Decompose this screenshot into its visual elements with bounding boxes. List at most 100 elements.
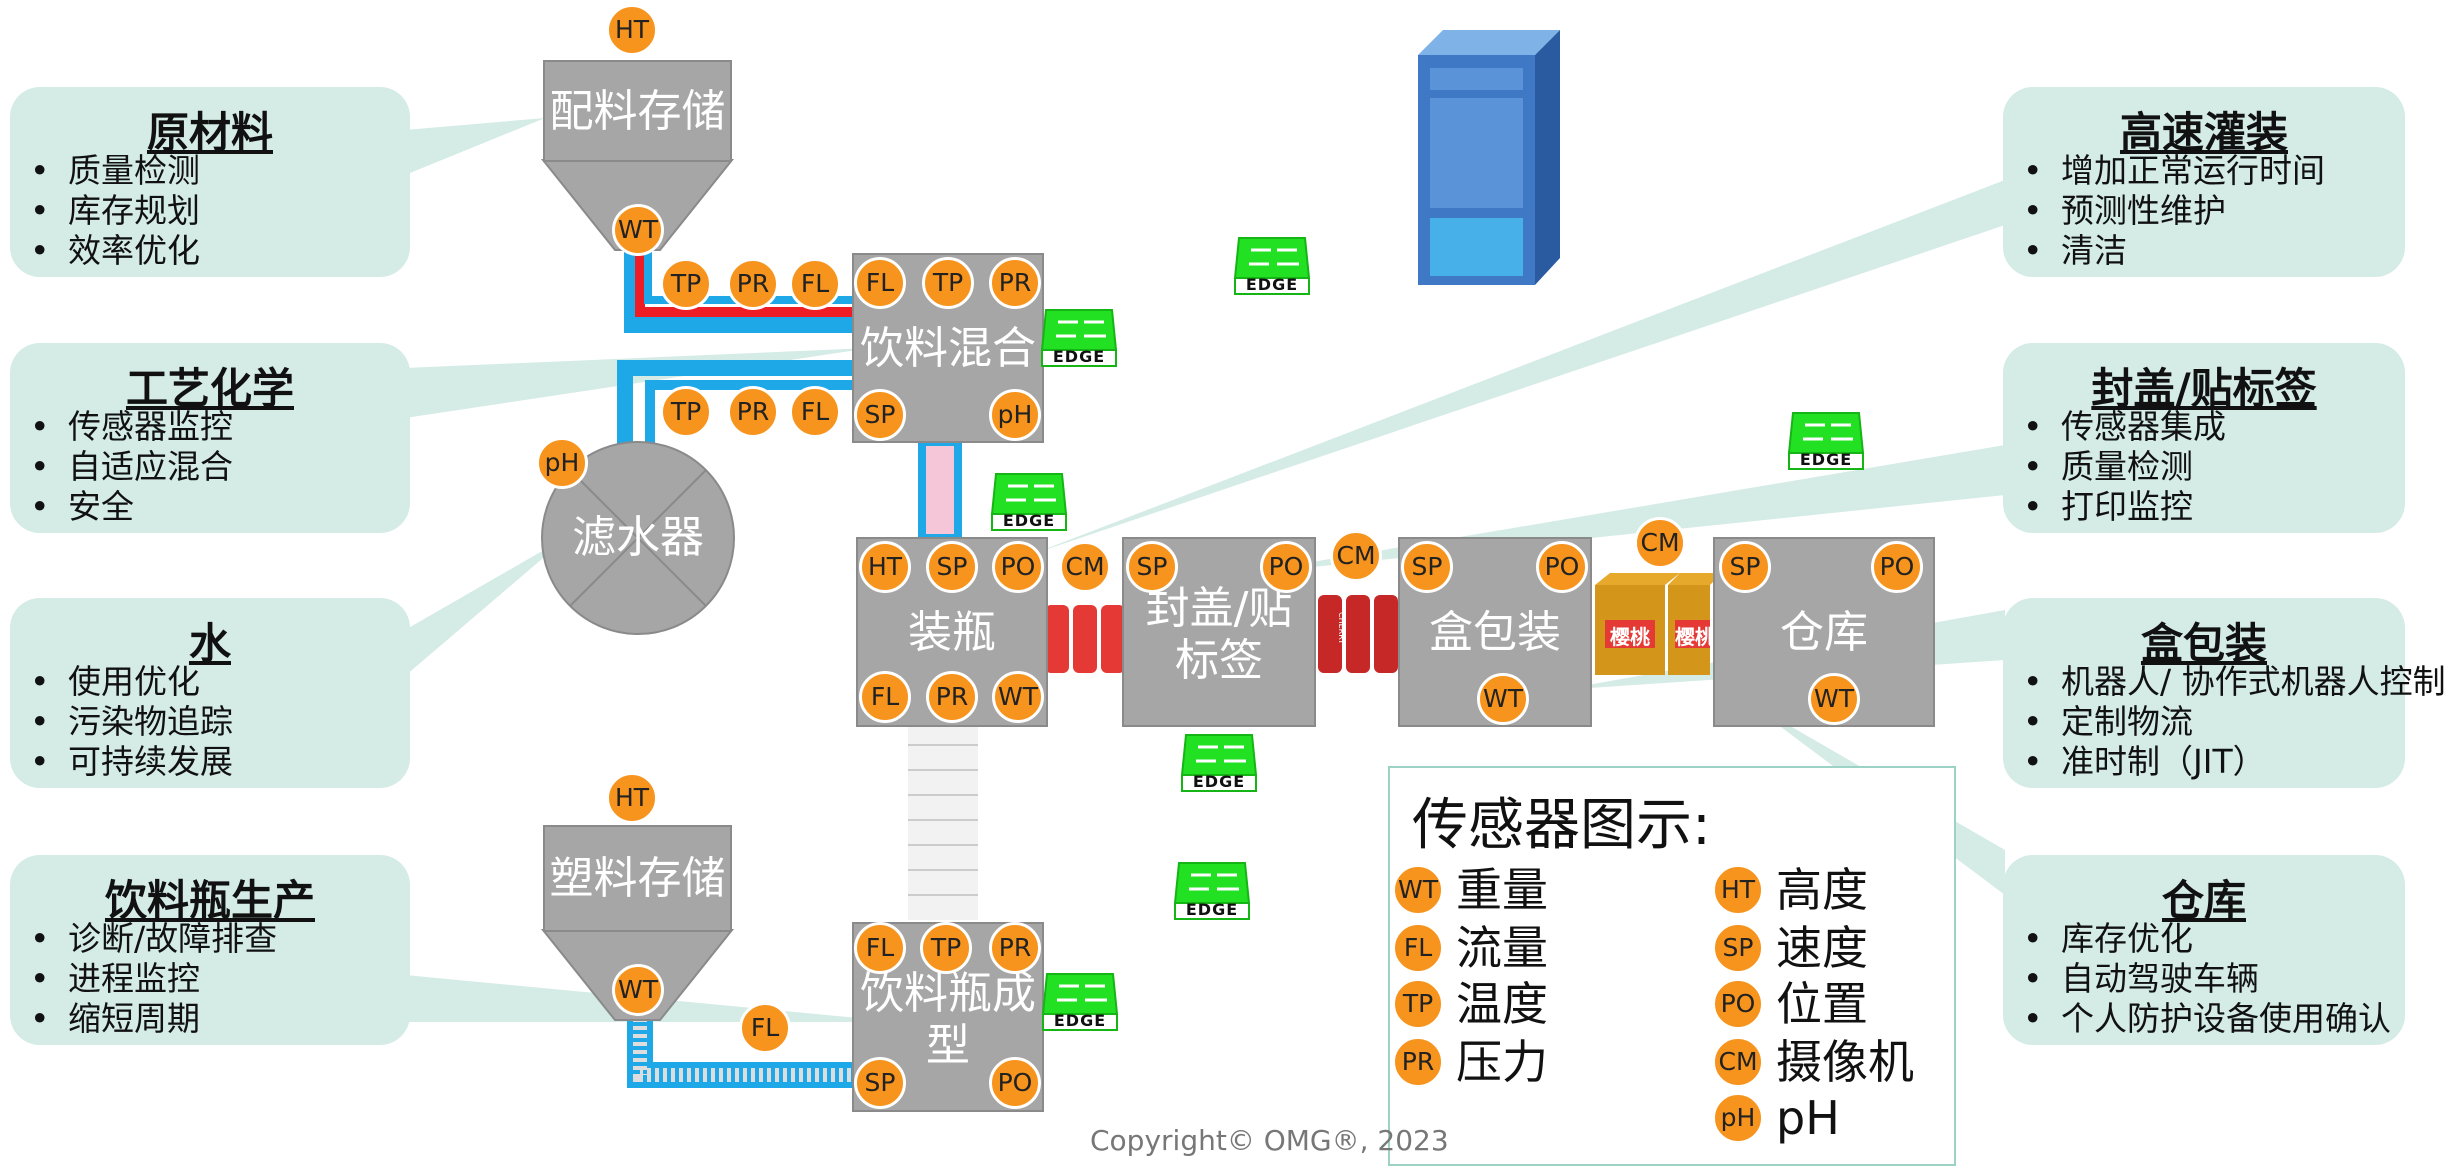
callout-item: 质量检测	[30, 151, 200, 191]
sensor-pressure[interactable]: PR	[727, 386, 779, 438]
callout-item: 库存优化	[2023, 919, 2391, 959]
callout-title: 水	[188, 619, 231, 668]
callout-item: 机器人/ 协作式机器人控制	[2023, 662, 2446, 702]
sensor-position[interactable]: PO	[992, 541, 1044, 593]
sensor-weight[interactable]: WT	[612, 204, 664, 256]
sensor-temperature[interactable]: TP	[922, 257, 974, 309]
edge-device-icon	[1173, 862, 1251, 920]
callout-item: 定制物流	[2023, 702, 2446, 742]
edge-device[interactable]: EDGE	[1787, 405, 1865, 471]
pipe-ingredient-red	[635, 248, 852, 317]
bottle-label: CHERRY	[1337, 612, 1346, 645]
callout-process-chemistry: 工艺化学 传感器监控 自适应混合 安全	[10, 343, 410, 533]
callout-item: 可持续发展	[30, 742, 233, 782]
callout-item: 质量检测	[2023, 447, 2226, 487]
station-label: 塑料存储	[549, 853, 726, 904]
sensor-flow[interactable]: FL	[859, 671, 911, 723]
station-ingredient-storage: 配料存储	[543, 60, 732, 162]
sensor-camera[interactable]: CM	[1330, 530, 1382, 582]
edge-device[interactable]: EDGE	[1041, 966, 1119, 1032]
edge-label: EDGE	[1052, 347, 1106, 366]
station-label: 仓库	[1780, 607, 1868, 658]
sensor-legend: 传感器图示: WT 重量 FL 流量 TP 温度 PR 压力 HT 高度 SP …	[1388, 766, 1956, 1166]
edge-device[interactable]: EDGE	[1173, 855, 1251, 921]
sensor-speed[interactable]: SP	[926, 541, 978, 593]
edge-device[interactable]: EDGE	[990, 466, 1068, 532]
callout-item: 效率优化	[30, 231, 200, 271]
pipe-ingredient-blue	[624, 248, 852, 333]
sensor-position[interactable]: PO	[1536, 541, 1588, 593]
bottles-group-2	[1318, 595, 1398, 673]
cardboard-box-1	[1595, 573, 1680, 675]
station-label: 封盖/贴标签	[1145, 583, 1293, 686]
station-label: 饮料瓶成型	[860, 968, 1036, 1071]
sensor-temperature[interactable]: TP	[660, 258, 712, 310]
edge-label: EDGE	[1185, 900, 1239, 919]
callout-item: 诊断/故障排查	[30, 919, 277, 959]
legend-label: 温度	[1456, 977, 1548, 1031]
callout-warehouse: 仓库 库存优化 自动驾驶车辆 个人防护设备使用确认	[2003, 855, 2405, 1045]
legend-sensor-icon: HT	[1712, 864, 1764, 916]
sensor-height[interactable]: HT	[606, 772, 658, 824]
sensor-flow[interactable]: FL	[789, 258, 841, 310]
sensor-pressure[interactable]: PR	[989, 922, 1041, 974]
sensor-flow[interactable]: FL	[739, 1002, 791, 1054]
sensor-pressure[interactable]: PR	[727, 258, 779, 310]
callout-water: 水 使用优化 污染物追踪 可持续发展	[10, 598, 410, 788]
callout-item: 库存规划	[30, 191, 200, 231]
sensor-camera[interactable]: CM	[1059, 541, 1111, 593]
sensor-pressure[interactable]: PR	[926, 671, 978, 723]
sensor-pressure[interactable]: PR	[989, 257, 1041, 309]
sensor-temperature[interactable]: TP	[920, 922, 972, 974]
callout-item: 预测性维护	[2023, 191, 2325, 231]
legend-sensor-icon: TP	[1392, 978, 1444, 1030]
callout-item: 准时制（JIT）	[2023, 742, 2446, 782]
edge-device-icon	[1233, 237, 1311, 295]
sensor-speed[interactable]: SP	[1126, 541, 1178, 593]
sensor-ph[interactable]: pH	[536, 437, 588, 489]
sensor-height[interactable]: HT	[606, 4, 658, 56]
edge-device-icon	[990, 473, 1068, 531]
sensor-weight[interactable]: WT	[1808, 673, 1860, 725]
callout-bottle-production: 饮料瓶生产 诊断/故障排查 进程监控 缩短周期	[10, 855, 410, 1045]
sensor-flow[interactable]: FL	[854, 257, 906, 309]
legend-label: 位置	[1776, 977, 1868, 1031]
sensor-position[interactable]: PO	[1871, 541, 1923, 593]
station-label: 配料存储	[549, 86, 726, 137]
server-rack-icon	[1418, 30, 1560, 285]
edge-device[interactable]: EDGE	[1233, 230, 1311, 296]
sensor-ph[interactable]: pH	[989, 389, 1041, 441]
sensor-weight[interactable]: WT	[612, 964, 664, 1016]
sensor-flow[interactable]: FL	[854, 922, 906, 974]
sensor-temperature[interactable]: TP	[660, 386, 712, 438]
legend-sensor-icon: PO	[1712, 978, 1764, 1030]
legend-label: 重量	[1456, 863, 1548, 917]
station-plastic-storage: 塑料存储	[543, 825, 732, 932]
edge-label: EDGE	[1799, 450, 1853, 469]
sensor-speed[interactable]: SP	[1401, 541, 1453, 593]
callout-item: 增加正常运行时间	[2023, 151, 2325, 191]
edge-label: EDGE	[1053, 1011, 1107, 1030]
edge-label: EDGE	[1245, 275, 1299, 294]
pipe-water-inner	[645, 380, 852, 450]
sensor-camera[interactable]: CM	[1634, 517, 1686, 569]
sensor-speed[interactable]: SP	[854, 389, 906, 441]
legend-label: 压力	[1456, 1035, 1548, 1089]
edge-device[interactable]: EDGE	[1040, 302, 1118, 368]
station-label: 装瓶	[908, 607, 996, 658]
callout-item: 传感器监控	[30, 407, 233, 447]
sensor-speed[interactable]: SP	[1719, 541, 1771, 593]
legend-sensor-icon: WT	[1392, 864, 1444, 916]
sensor-flow[interactable]: FL	[789, 386, 841, 438]
sensor-weight[interactable]: WT	[1477, 673, 1529, 725]
sensor-position[interactable]: PO	[1260, 541, 1312, 593]
callout-title: 高速灌装	[2119, 108, 2288, 157]
edge-device-icon	[1040, 309, 1118, 367]
sensor-height[interactable]: HT	[859, 541, 911, 593]
sensor-weight[interactable]: WT	[992, 671, 1044, 723]
sensor-position[interactable]: PO	[989, 1057, 1041, 1109]
edge-device-icon	[1180, 734, 1258, 792]
sensor-speed[interactable]: SP	[854, 1057, 906, 1109]
edge-device[interactable]: EDGE	[1180, 727, 1258, 793]
